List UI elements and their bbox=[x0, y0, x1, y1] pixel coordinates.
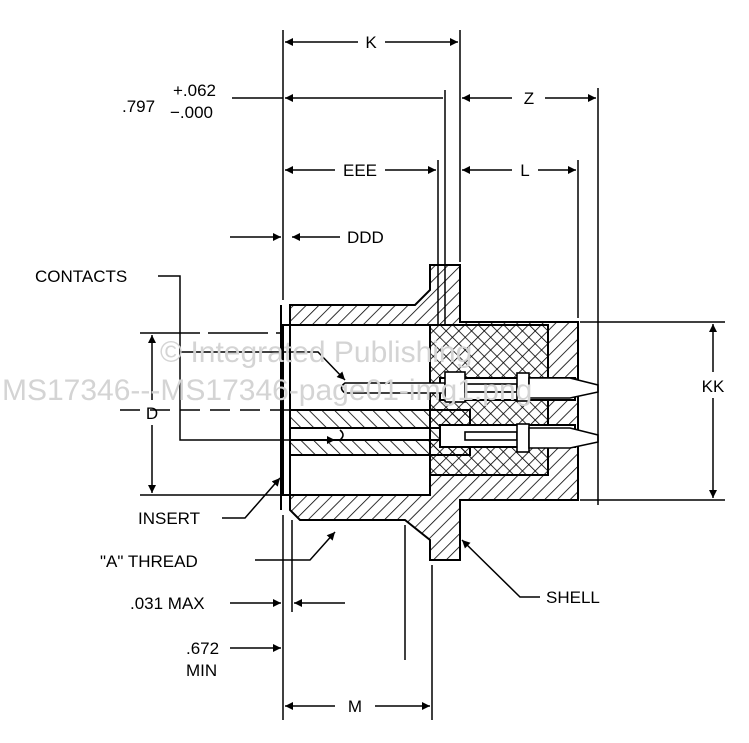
label-kk: KK bbox=[702, 377, 725, 396]
label-shell: SHELL bbox=[546, 588, 600, 607]
extension-lines bbox=[120, 30, 725, 720]
label-eee: EEE bbox=[343, 161, 377, 180]
label-a-thread: "A" THREAD bbox=[100, 552, 198, 571]
dimension-lines bbox=[148, 38, 717, 710]
labels: K .797 +.062 −.000 Z EEE L DDD CONTACTS … bbox=[35, 33, 725, 716]
shell-body bbox=[282, 264, 579, 561]
label-contacts: CONTACTS bbox=[35, 267, 127, 286]
label-insert: INSERT bbox=[138, 509, 200, 528]
label-k: K bbox=[365, 33, 377, 52]
label-797: .797 bbox=[122, 97, 155, 116]
label-min: MIN bbox=[186, 661, 217, 680]
label-031-max: .031 MAX bbox=[130, 594, 205, 613]
label-672: .672 bbox=[186, 639, 219, 658]
watermark-line2: MS17346---MS17346-page01-img1.png bbox=[2, 374, 532, 407]
label-tol-plus: +.062 bbox=[173, 81, 216, 100]
label-l: L bbox=[520, 161, 529, 180]
label-z: Z bbox=[524, 89, 534, 108]
watermark-line1: © Integrated Publishing bbox=[160, 336, 472, 369]
label-m: M bbox=[348, 697, 362, 716]
watermark: © Integrated Publishing MS17346---MS1734… bbox=[2, 336, 532, 407]
front-face bbox=[280, 305, 291, 510]
label-d: D bbox=[146, 404, 158, 423]
label-ddd: DDD bbox=[347, 228, 384, 247]
label-tol-minus: −.000 bbox=[170, 103, 213, 122]
contacts bbox=[339, 371, 599, 453]
